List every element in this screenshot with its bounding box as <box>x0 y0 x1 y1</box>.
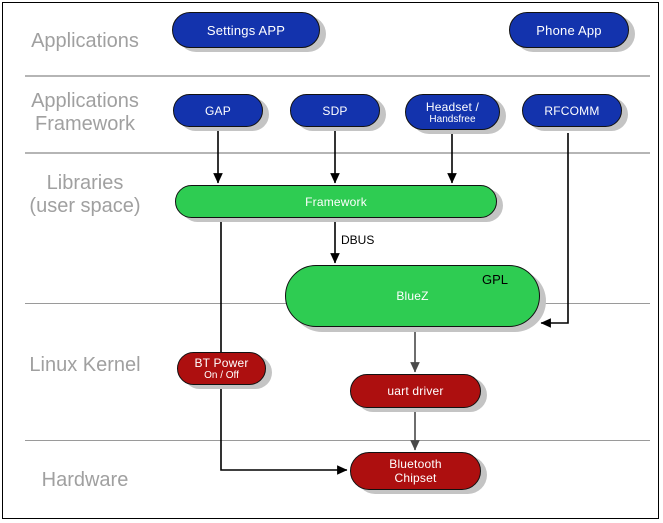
node-bluez-gpl-tag: GPL <box>482 272 508 287</box>
node-uart-driver[interactable]: uart driver <box>350 374 481 408</box>
node-gap-label: GAP <box>205 103 231 118</box>
layer-label-linux-kernel-text: Linux Kernel <box>29 354 141 376</box>
node-bt-power-label-line1: BT Power <box>194 356 249 370</box>
node-phone-app[interactable]: Phone App <box>509 12 629 48</box>
edge-label-dbus: DBUS <box>341 233 374 247</box>
node-sdp[interactable]: SDP <box>290 94 380 127</box>
node-framework-label: Framework <box>305 194 367 209</box>
node-headset-handsfree[interactable]: Headset / Handsfree <box>405 94 500 130</box>
node-bluetooth-chipset-label-line1: Bluetooth <box>389 457 442 471</box>
divider-applications <box>25 75 650 77</box>
node-rfcomm[interactable]: RFCOMM <box>522 94 622 127</box>
node-phone-app-label: Phone App <box>536 22 602 38</box>
layer-label-linux-kernel: Linux Kernel <box>0 353 170 377</box>
layer-label-applications-framework-line1: Applications <box>31 90 139 112</box>
edge-label-dbus-text: DBUS <box>341 233 375 247</box>
divider-applications-framework <box>25 152 650 154</box>
layer-label-libraries-line1: Libraries <box>46 172 124 194</box>
diagram-border <box>2 2 659 519</box>
layer-label-applications-framework-line2: Framework <box>34 113 135 135</box>
node-bluez-label: BlueZ <box>396 289 429 303</box>
node-framework[interactable]: Framework <box>175 185 497 218</box>
node-headset-handsfree-label-line1: Headset / <box>425 99 480 114</box>
layer-label-hardware-text: Hardware <box>41 469 129 491</box>
node-settings-app-label: Settings APP <box>206 22 286 38</box>
divider-linux-kernel <box>25 440 650 441</box>
node-bluez-gpl-tag-text: GPL <box>482 272 509 287</box>
node-rfcomm-label: RFCOMM <box>544 103 600 118</box>
node-sdp-label: SDP <box>322 103 348 118</box>
edge-framework-to-bluetooth-chipset <box>220 219 348 475</box>
node-headset-handsfree-label-line2: Handsfree <box>429 113 476 125</box>
edge-rfcomm-to-bluez <box>540 133 569 328</box>
layer-label-hardware: Hardware <box>0 468 170 492</box>
node-bluetooth-chipset-label-line2: Chipset <box>394 471 437 485</box>
node-bluez[interactable]: BlueZ <box>285 265 540 327</box>
layer-label-applications: Applications <box>0 29 170 53</box>
layer-label-applications-framework: Applications Framework <box>0 90 170 136</box>
node-bt-power[interactable]: BT Power On / Off <box>177 352 266 385</box>
node-bluetooth-chipset[interactable]: Bluetooth Chipset <box>350 452 481 490</box>
layer-label-libraries-line2: (user space) <box>29 195 141 217</box>
node-gap[interactable]: GAP <box>173 94 263 127</box>
node-bt-power-label-line2: On / Off <box>204 370 239 381</box>
node-settings-app[interactable]: Settings APP <box>172 12 320 48</box>
layer-label-applications-text: Applications <box>31 30 139 52</box>
node-uart-driver-label: uart driver <box>387 384 444 398</box>
layer-label-libraries: Libraries (user space) <box>0 172 170 218</box>
